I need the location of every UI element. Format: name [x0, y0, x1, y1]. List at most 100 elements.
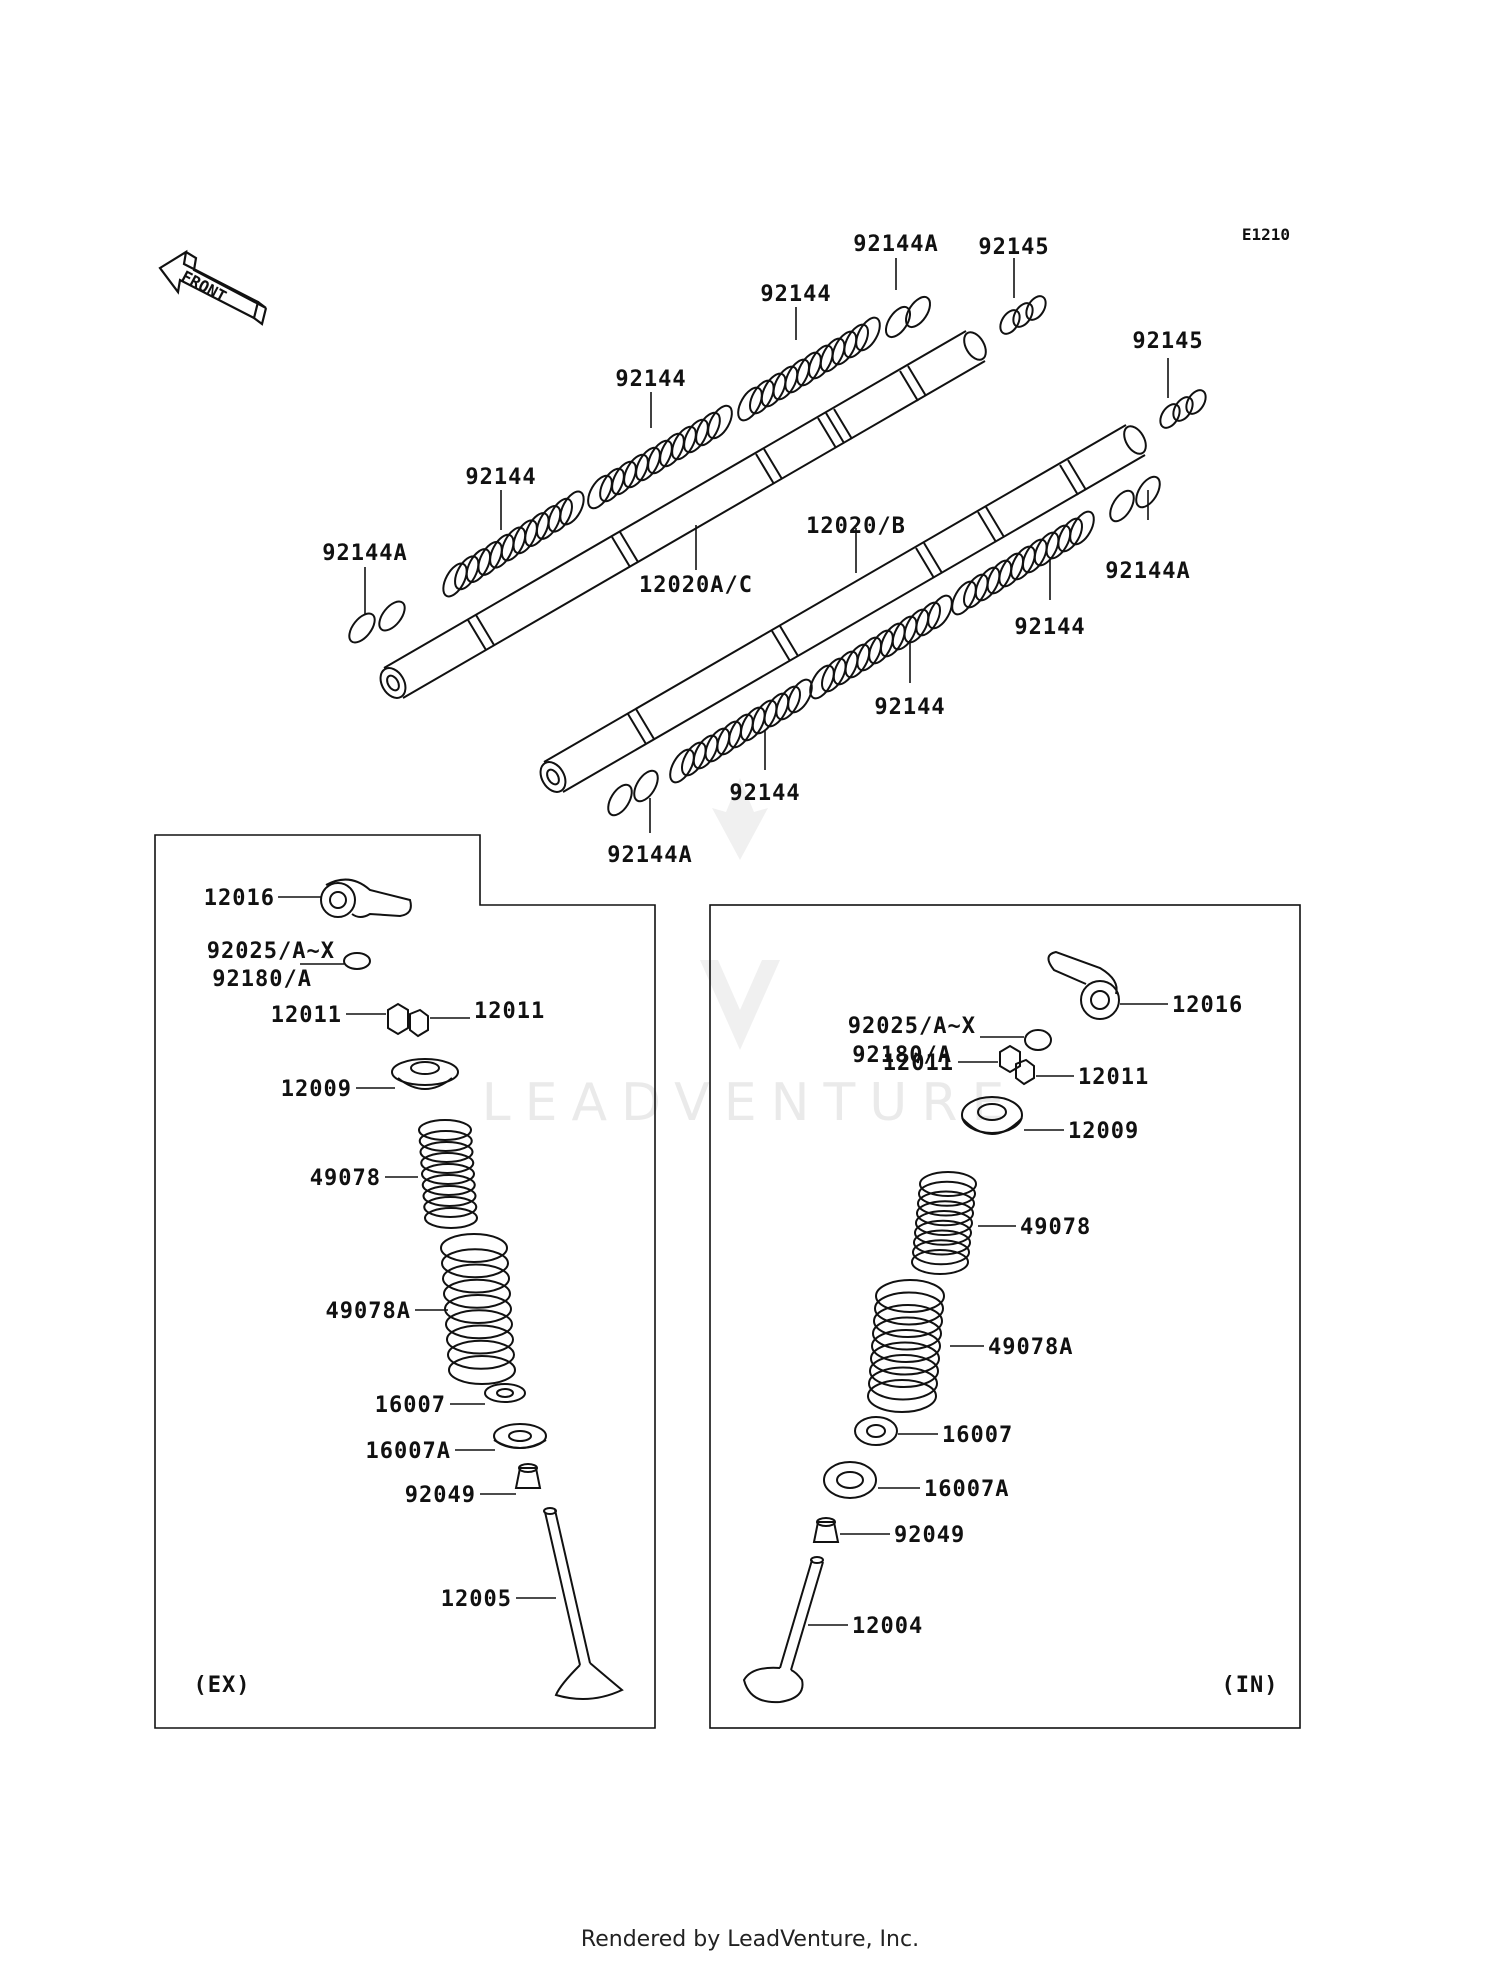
- spring-92144-3-coil: [819, 337, 846, 373]
- spring-92144-3: [737, 316, 881, 422]
- ex-label-92180: 92180/A: [212, 967, 312, 992]
- ex-spring-49078a-coil: [447, 1339, 515, 1370]
- spring-92144-4-coil: [1069, 510, 1095, 546]
- in-spring-49078a-coil: [875, 1279, 945, 1313]
- ex-cotter-12011: [387, 1002, 429, 1038]
- rocker-shaft-12020-b: [539, 424, 1147, 793]
- in-spring-49078-coil: [915, 1210, 973, 1236]
- spring-92144-1-coil: [489, 533, 515, 569]
- in-label-12004: 12004: [852, 1614, 923, 1639]
- watermark-text: LEADVENTURE: [482, 1073, 1019, 1133]
- spring-92144a-3-coil: [1109, 489, 1135, 523]
- ex-spring-49078-coil: [420, 1152, 475, 1174]
- ex-label-12016: 12016: [204, 886, 275, 911]
- in-spring-49078-coil: [912, 1239, 970, 1266]
- spring-92144-5-coil: [891, 615, 918, 651]
- label-92144a-bottom: 92144A: [607, 843, 692, 868]
- spring-92144-1-coil: [535, 504, 562, 540]
- ex-retainer-12009: [391, 1058, 459, 1090]
- ex-spring-49078-coil: [422, 1185, 477, 1207]
- in-labels: 92025/A~X 92180/A 12016 12011 12011 1200…: [848, 993, 1278, 1698]
- ex-spring-49078-coil: [418, 1130, 473, 1152]
- spring-92144-3-coil: [831, 330, 858, 366]
- spring-92144-3-coil: [760, 372, 787, 408]
- in-spring-49078-coil: [918, 1180, 976, 1207]
- spring-92144-5-coil: [903, 608, 930, 644]
- in-spring-49078-coil: [914, 1219, 972, 1246]
- ex-spring-49078a-coil: [446, 1324, 514, 1355]
- ex-valve-12005: [543, 1507, 624, 1700]
- in-spring-49078a-coil: [874, 1291, 944, 1326]
- in-label-12011-left: 12011: [883, 1051, 954, 1076]
- ex-label-49078a: 49078A: [326, 1299, 411, 1324]
- ex-spring-49078-coil: [418, 1119, 472, 1141]
- spring-92144-1-coil: [454, 555, 480, 591]
- spring-92144-1: [442, 490, 585, 598]
- label-92144a-left: 92144A: [322, 541, 407, 566]
- label-92145-right: 92145: [1132, 329, 1203, 354]
- spring-92145-1-coil: [1025, 295, 1047, 321]
- spring-92144-1-coil: [442, 562, 468, 598]
- in-label-49078: 49078: [1020, 1215, 1091, 1240]
- rocker-shaft-12020a-c: [379, 330, 987, 699]
- ex-stem-seal-92049: [514, 1463, 542, 1489]
- spring-92144-1-coil: [559, 490, 585, 526]
- spring-92144-1-coil: [524, 512, 550, 548]
- spring-92144a-2-coil: [884, 305, 912, 339]
- footer-credit: Rendered by LeadVenture, Inc.: [581, 1927, 919, 1952]
- ex-panel-parts: [320, 878, 624, 1700]
- in-label-12016: 12016: [1172, 993, 1243, 1018]
- spring-92144-3-coil: [737, 386, 763, 422]
- ex-leaders: [278, 896, 556, 1599]
- spring-92144-5-coil: [809, 664, 835, 700]
- label-12020a-c: 12020A/C: [639, 573, 753, 598]
- spring-92144-2-coil: [611, 460, 637, 496]
- ex-spring-49078a-coil: [442, 1263, 510, 1294]
- spring-92144-5-coil: [927, 594, 953, 630]
- spring-92144-2-coil: [695, 411, 721, 447]
- ex-rocker-arm-12016: [320, 878, 412, 918]
- watermark: LEADVENTURE: [482, 778, 1019, 1133]
- ex-label-92025: 92025/A~X: [207, 939, 335, 964]
- upper-labels: 92144A 92145 92144 92144 92144 92144A 12…: [322, 232, 1203, 868]
- spring-92144-5-coil: [856, 636, 883, 672]
- in-leaders: [808, 1003, 1168, 1626]
- ex-panel-frame: [154, 834, 656, 1729]
- spring-92144-6-coil: [739, 706, 766, 742]
- in-label-92049: 92049: [894, 1523, 965, 1548]
- spring-92144a-4: [607, 769, 659, 817]
- in-retainer-12009: [961, 1096, 1023, 1135]
- ex-spring-49078-coil: [421, 1174, 476, 1196]
- spring-92144-4-coil: [998, 552, 1025, 588]
- spring-92144-6-coil: [716, 720, 743, 756]
- spring-92144-2-coil: [599, 467, 625, 503]
- in-seat-16007: [854, 1416, 898, 1446]
- spring-92144-6: [669, 678, 813, 784]
- spring-92145-1: [999, 295, 1047, 335]
- ex-label-12009: 12009: [281, 1077, 352, 1102]
- shaft-springs: [348, 295, 1207, 817]
- in-spring-49078a-coil: [869, 1354, 939, 1388]
- ex-seat-16007: [484, 1383, 526, 1403]
- diagram-code: E1210: [1242, 225, 1290, 244]
- spring-92144-1-coil: [512, 519, 538, 555]
- spring-92144-3-coil: [748, 379, 775, 415]
- ex-spring-49078a-coil: [440, 1233, 508, 1263]
- spring-92144-2-coil: [683, 418, 709, 454]
- spring-92144-6-coil: [680, 741, 707, 777]
- in-label-16007a: 16007A: [924, 1477, 1009, 1502]
- label-92144-1: 92144: [465, 465, 536, 490]
- in-spring-49078a-coil: [871, 1329, 941, 1363]
- ex-outer-spring-49078a: [440, 1233, 516, 1385]
- in-label-16007: 16007: [942, 1423, 1013, 1448]
- spring-92144-3-coil: [855, 316, 881, 352]
- spring-92144-6-coil: [669, 748, 695, 784]
- in-outer-spring-49078a: [867, 1279, 945, 1413]
- ex-panel-tag: (EX): [194, 1673, 251, 1698]
- label-92144-4: 92144: [1014, 615, 1085, 640]
- spring-92144-5-coil: [868, 629, 894, 665]
- ex-spring-49078a-coil: [448, 1355, 516, 1385]
- spring-92144-4-coil: [986, 559, 1013, 595]
